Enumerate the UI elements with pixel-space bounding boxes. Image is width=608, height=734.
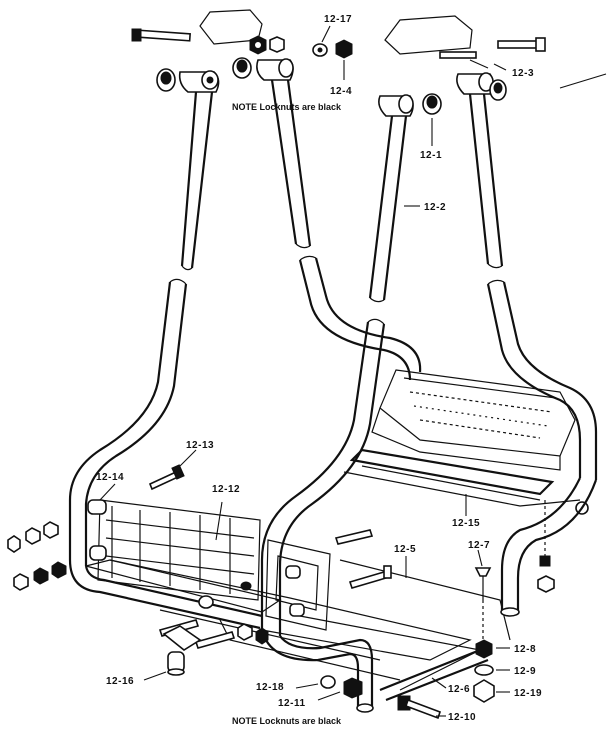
label-12-8: 12-8	[514, 644, 536, 655]
center-hardware	[320, 500, 555, 720]
seat-back-panel	[371, 369, 576, 471]
locknut-12-11	[343, 677, 363, 699]
nut-left-1	[7, 535, 21, 553]
note-top: NOTE Locknuts are black	[232, 102, 342, 112]
bolt-12-13	[148, 464, 185, 491]
label-12-12: 12-12	[212, 484, 240, 495]
label-12-15: 12-15	[452, 518, 480, 529]
left-side-hardware	[7, 464, 269, 676]
bolt-12-3	[439, 51, 477, 59]
label-12-4: 12-4	[330, 86, 352, 97]
label-12-10: 12-10	[448, 712, 476, 723]
upright-tubes	[68, 79, 598, 636]
nut-left-6	[51, 561, 67, 579]
mesh-12-12	[105, 506, 255, 594]
label-12-17: 12-17	[324, 14, 352, 25]
part-labels: 12-17 12-3 12-4 12-1 12-2 12-13 12-14 12…	[96, 14, 542, 723]
front-frame	[68, 477, 598, 713]
locknut-12-8	[475, 639, 493, 659]
label-12-7: 12-7	[468, 540, 490, 551]
bracket-right-top	[384, 15, 473, 55]
label-12-2: 12-2	[424, 202, 446, 213]
bushings-top	[156, 57, 507, 117]
nut-left-3	[43, 521, 59, 539]
label-12-5: 12-5	[394, 544, 416, 555]
label-12-14: 12-14	[96, 472, 124, 483]
label-12-13: 12-13	[186, 440, 214, 451]
label-12-3: 12-3	[512, 68, 534, 79]
bolt-right-lower	[537, 555, 555, 593]
label-12-16: 12-16	[106, 676, 134, 687]
label-12-9: 12-9	[514, 666, 536, 677]
locknut-left-top	[249, 35, 285, 55]
washer-12-9	[474, 664, 494, 676]
locknut-12-4	[335, 39, 353, 59]
bolt-right-top	[497, 37, 546, 52]
bracket-left-top	[199, 9, 263, 45]
nut-left-5	[33, 567, 49, 585]
leader-lines	[99, 25, 607, 717]
label-12-6: 12-6	[448, 684, 470, 695]
nut-left-2	[25, 527, 41, 545]
cross-rail-12-15	[343, 448, 589, 515]
notes: NOTE Locknuts are black NOTE Locknuts ar…	[232, 102, 342, 726]
nut-left-4	[13, 573, 29, 591]
bolt-12-10	[397, 695, 442, 720]
label-12-11: 12-11	[278, 698, 306, 709]
washer-12-18	[320, 675, 336, 689]
note-bottom: NOTE Locknuts are black	[232, 716, 342, 726]
label-12-19: 12-19	[514, 688, 542, 699]
nut-12-19	[473, 679, 495, 703]
top-hardware	[131, 9, 546, 59]
bolt-12-7	[474, 567, 492, 600]
bolt-left-top	[131, 28, 191, 42]
bracket-under	[162, 625, 202, 651]
label-12-18: 12-18	[256, 682, 284, 693]
washer-12-17	[312, 43, 328, 57]
label-12-1: 12-1	[420, 150, 442, 161]
cap-12-16	[167, 651, 185, 676]
